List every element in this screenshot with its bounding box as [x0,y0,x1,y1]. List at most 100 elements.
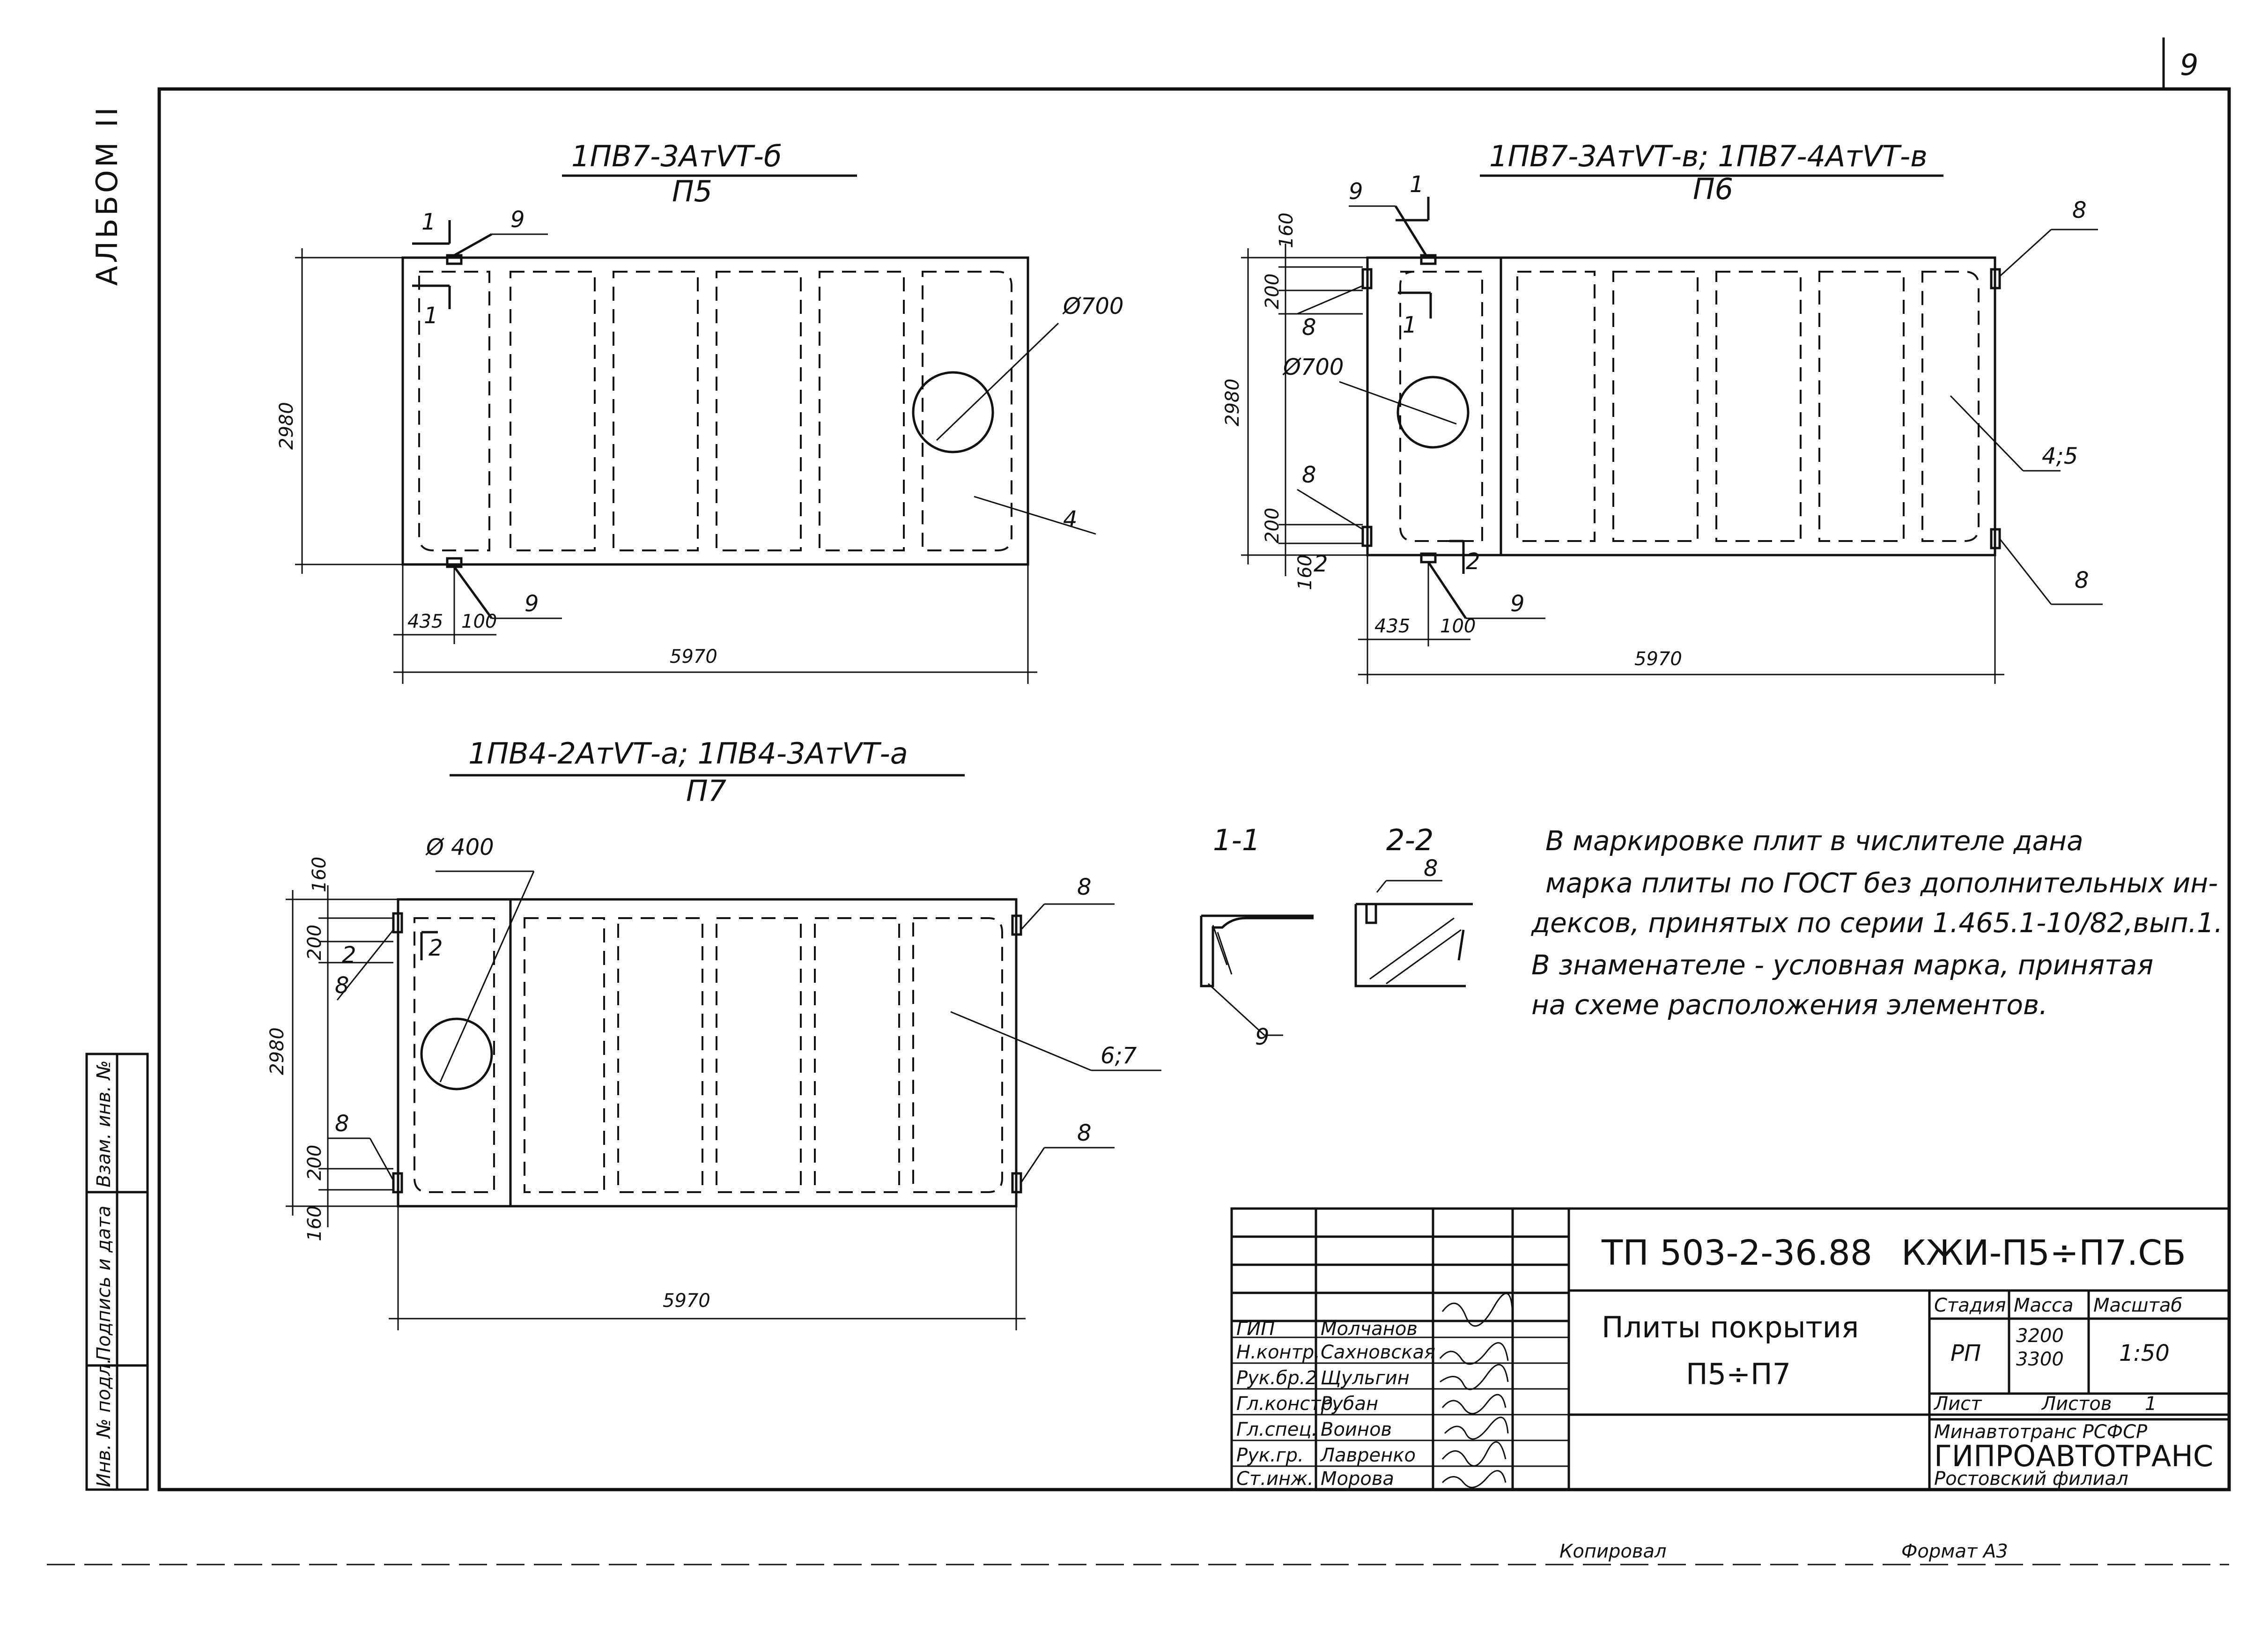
album-label: АЛЬБОМ II [90,104,124,286]
p5-item-body: 4 [1063,506,1078,533]
p6-sec1-bot: 1 [1403,312,1417,338]
signer-role: Ст.инж. [1236,1468,1314,1490]
section-1-1: 1-1 9 [1200,823,1314,1050]
side-stamp: Инв. № подл. Подпись и дата Взам. инв. № [85,1053,149,1491]
signer-name: Морова [1321,1468,1394,1490]
note-line-3: дексов, принятых по серии 1.465.1-10/82,… [1531,907,2223,939]
signature-scribbles [1439,1292,1514,1488]
p7-symbol: П7 [686,774,726,808]
p7-dim-200a: 200 [304,925,325,960]
p7-hole [420,1017,493,1090]
signer-name: Рубан [1321,1393,1378,1415]
signer-role: Рук.бр.2 [1236,1367,1317,1389]
p6-item-body: 4;5 [2042,443,2078,469]
tb-title-1: Плиты покрытия [1602,1310,1859,1344]
signer-name: Лавренко [1320,1445,1416,1466]
section-2-2: 2-2 8 [1354,823,1473,987]
p6-item8-r1: 8 [2072,197,2087,223]
tb-org-1: Минавтотранс РСФСР [1934,1421,2148,1443]
p7-sec2-b: 2 [342,942,356,968]
p7-dim-height: 2980 [266,1027,288,1075]
p7-dim-160b: 160 [304,1206,325,1241]
p7-outline [397,898,1018,1208]
section-2-2-title: 2-2 [1386,823,1433,857]
p5-item-bot: 9 [525,591,539,617]
tb-project-code: ТП 503-2-36.88 [1601,1233,1872,1273]
p6-dim-d1: 435 [1374,616,1410,637]
p5-sec-bot: 1 [424,303,438,329]
p6-dim-160a: 160 [1276,213,1297,248]
p6-symbol: П6 [1693,172,1733,206]
tb-title-2: П5÷П7 [1686,1357,1791,1391]
tb-mass-2: 3300 [2016,1349,2064,1370]
p6-dim-200a: 200 [1262,274,1283,309]
p6-item8-l1: 8 [1302,314,1316,341]
p6-item8-l2: 8 [1302,462,1316,488]
p7-dim-length: 5970 [663,1290,710,1312]
p7-ribs [414,917,1003,1193]
tb-mass-header: Масса [2014,1295,2074,1316]
tb-sheets-count: 1 [2145,1393,2157,1415]
p6-sec1-top: 1 [1410,171,1424,198]
signer-name: Воинов [1321,1419,1392,1440]
p5-dim-d2: 100 [461,611,497,632]
p7-item8-r1: 8 [1077,874,1092,900]
section-1-1-item: 9 [1255,1024,1270,1050]
tb-org-2: ГИПРОАВТОТРАНС [1934,1439,2213,1473]
sheet-frame [157,87,2231,1491]
p6-hole [1396,376,1470,449]
tb-sheet-label: Лист [1933,1393,1982,1415]
signer-role: Гл.спец. [1236,1419,1317,1440]
p6-dim-length: 5970 [1634,648,1682,670]
p7-mark: 1ПВ4-2АтVТ-а; 1ПВ4-3АтVТ-а [468,736,908,771]
tb-signers: ГИП Молчанов Н.контр. Сахновская Рук.бр.… [1232,1292,1569,1490]
p5-dim-d1: 435 [407,611,443,632]
footer-copied: Копировал [1559,1541,1667,1562]
p6-sec2-a: 2 [1466,549,1480,575]
signer-role: Гл.констр. [1236,1393,1339,1415]
p5-dim-height: 2980 [276,402,297,450]
p6-mark: 1ПВ7-3АтVТ-в; 1ПВ7-4АтVТ-в [1489,139,1928,173]
signer-name: Сахновская [1321,1342,1435,1363]
p6-item8-r2: 8 [2075,567,2089,593]
signer-role: Н.контр. [1236,1342,1320,1363]
p6-dim-d2: 100 [1440,616,1476,637]
p7-item-body: 6;7 [1101,1043,1137,1069]
p5-hole [912,371,994,453]
side-stamp-sign: Подпись и дата [93,1206,115,1361]
p5-mark: 1ПВ7-3АтVТ-б [571,139,782,173]
tb-scale-header: Масштаб [2093,1295,2182,1316]
p7-sec2-a: 2 [428,935,443,961]
p5-dim-length: 5970 [670,646,717,668]
p7-item8-l1: 8 [335,972,349,999]
signer-name: Щульгин [1321,1367,1410,1389]
plate-p7: 1ПВ4-2АтVТ-а; 1ПВ4-3АтVТ-а П7 Ø 400 2 2 … [266,736,1161,1330]
note-line-2: марка плиты по ГОСТ без дополнительных и… [1545,867,2218,899]
p6-dim-200b: 200 [1262,508,1283,543]
p5-item-top: 9 [510,207,525,233]
signer-role: Рук.гр. [1236,1445,1304,1466]
p6-outline [1366,256,1996,556]
p5-symbol: П5 [672,174,712,208]
p7-item8-l2: 8 [335,1111,349,1137]
side-stamp-replace: Взам. инв. № [93,1060,115,1187]
note-line-5: на схеме расположения элементов. [1531,989,2048,1021]
tb-sheets-label: Листов [2041,1393,2112,1415]
tb-org-3: Ростовский филиал [1934,1468,2128,1490]
p7-dim-200b: 200 [304,1145,325,1180]
title-block: ТП 503-2-36.88 КЖИ-П5÷П7.СБ Плиты покрыт… [1230,1207,2231,1491]
tb-scale: 1:50 [2119,1340,2170,1366]
p5-sec-top: 1 [421,209,436,235]
plate-p5: 1ПВ7-3АтVТ-б П5 Ø700 9 9 1 1 4 [276,139,1123,684]
side-stamp-inv: Инв. № подл. [93,1358,115,1487]
note-line-4: В знаменателе - условная марка, принятая [1531,949,2153,981]
p7-dim-160a: 160 [309,857,330,892]
sheet-number: 9 [2180,48,2198,82]
tb-stage-header: Стадия [1934,1295,2006,1316]
p5-hole-label: Ø700 [1062,293,1123,319]
section-2-2-item: 8 [1424,855,1438,882]
p6-item-bot: 9 [1510,591,1525,617]
tb-doc-code: КЖИ-П5÷П7.СБ [1901,1233,2186,1273]
footer-format: Формат А3 [1901,1541,2008,1562]
